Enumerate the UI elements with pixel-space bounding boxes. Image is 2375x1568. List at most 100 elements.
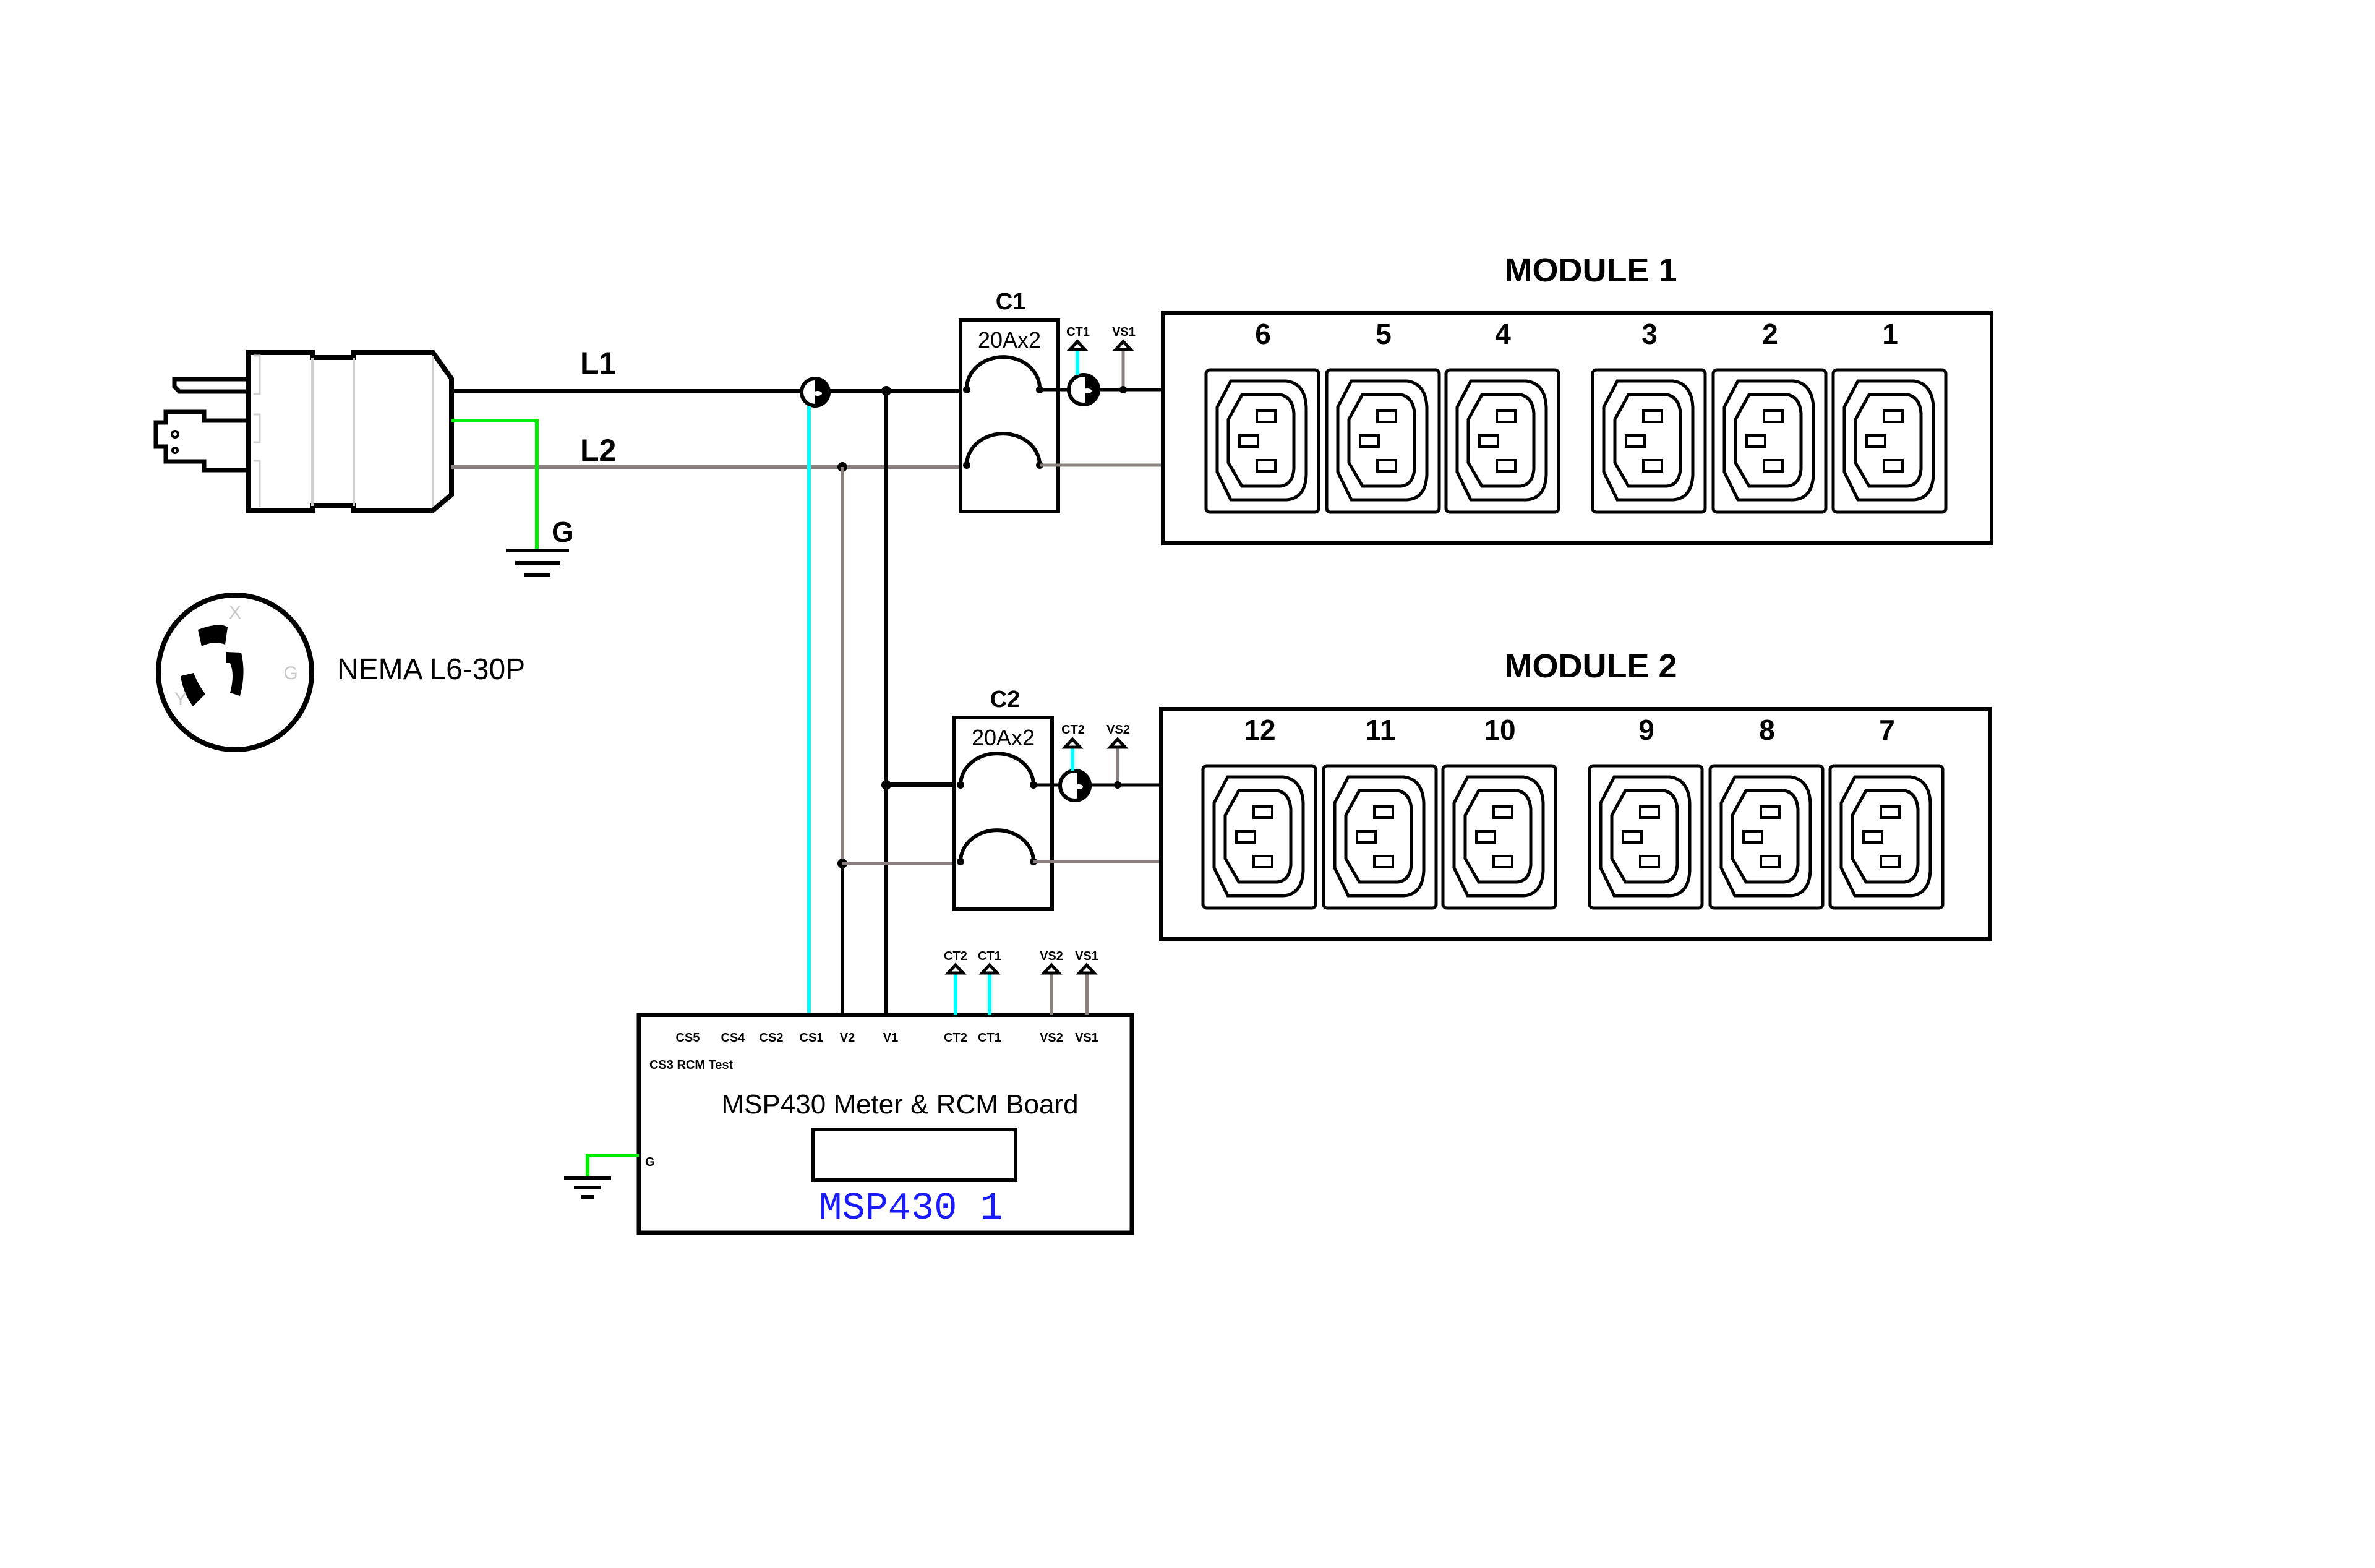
outlet-contact-ground [1625, 434, 1646, 448]
ground-symbol-icon [506, 549, 569, 577]
outlet-frame [1444, 368, 1560, 514]
outlet-contact-ground [1359, 434, 1380, 448]
outlet-contact-neutral [1883, 459, 1904, 473]
breaker-c1-rating: 20Ax2 [978, 327, 1041, 353]
board-port-label: VS1 [1075, 949, 1098, 963]
outlet-number: 7 [1879, 714, 1895, 746]
outlet-number: 8 [1759, 714, 1775, 746]
outlet-outer-shell [1455, 379, 1548, 502]
wire-label-l2: L2 [580, 433, 616, 468]
outlet-number: 4 [1495, 318, 1511, 350]
board-port-icon [978, 962, 1001, 975]
outlet-frame [1322, 764, 1438, 910]
nema-pin-g: G [283, 663, 297, 683]
breaker-c1: C1 20Ax2 [959, 289, 1060, 513]
outlet-contact-ground [1865, 434, 1886, 448]
outlet-contact-neutral [1256, 459, 1277, 473]
board-pin-label: CS5 [676, 1031, 700, 1045]
outlet-contact-ground [1622, 830, 1643, 844]
outlet-inner-shell [1731, 789, 1800, 884]
outlet-frame [1325, 368, 1441, 514]
board-port: VS2 [1040, 949, 1063, 1015]
breaker-c1-pole2 [965, 432, 1042, 466]
outlet-inner-shell [1223, 789, 1293, 884]
wire-label-g: G [552, 516, 574, 548]
outlet-contact-ground [1356, 830, 1377, 844]
outlet-inner-shell [1466, 393, 1536, 488]
outlet-contact-neutral [1373, 855, 1394, 868]
outlet-c13: 3 [1591, 318, 1707, 514]
outlet-contact-neutral [1760, 855, 1781, 868]
vs1-port-label: VS1 [1112, 325, 1136, 339]
outlet-frame [1441, 764, 1557, 910]
outlet-outer-shell [1215, 379, 1308, 502]
outlet-inner-shell [1344, 789, 1413, 884]
outlet-contact-line [1252, 805, 1273, 819]
outlet-contact-neutral [1639, 855, 1660, 868]
breaker-c2-rating: 20Ax2 [972, 725, 1035, 750]
board-display [811, 1128, 1017, 1182]
outlet-c13: 10 [1441, 714, 1557, 910]
board-title: MSP430 Meter & RCM Board [721, 1089, 1078, 1120]
board-port-label: CT2 [944, 949, 967, 963]
breaker-c1-name: C1 [996, 289, 1026, 315]
outlet-frame [1201, 764, 1317, 910]
module-2-title: MODULE 2 [1504, 648, 1677, 685]
outlet-number: 10 [1484, 714, 1515, 746]
outlet-contact-ground [1238, 434, 1259, 448]
outlet-number: 1 [1882, 318, 1898, 350]
outlet-contact-neutral [1252, 855, 1273, 868]
outlet-frame [1591, 368, 1707, 514]
plug-prong-hole [171, 430, 179, 439]
board-ground-wire [586, 1154, 639, 1178]
breaker-c1-pole1 [965, 355, 1042, 389]
outlet-contact-ground [1862, 830, 1883, 844]
outlet-outer-shell [1602, 379, 1695, 502]
vs2-port-label: VS2 [1106, 723, 1130, 737]
outlet-inner-shell [1613, 393, 1682, 488]
board-port: VS1 [1075, 949, 1098, 1015]
outlet-outer-shell [1839, 775, 1932, 898]
board-ground-pin: G [645, 1155, 655, 1169]
outlet-c13: 2 [1711, 318, 1828, 514]
outlet-number: 11 [1366, 714, 1396, 746]
outlet-frame [1204, 368, 1320, 514]
ground-wire [451, 419, 539, 549]
module-1-title: MODULE 1 [1504, 252, 1677, 289]
outlet-outer-shell [1212, 775, 1305, 898]
outlet-contact-neutral [1496, 459, 1517, 473]
ct2-port-label: CT2 [1061, 723, 1085, 737]
vs1-port-icon [1112, 339, 1134, 351]
plug-body [246, 350, 454, 513]
breaker-c2: C2 20Ax2 [952, 687, 1054, 911]
outlet-frame [1831, 368, 1948, 514]
l6-30p-plug [153, 350, 454, 513]
outlet-frame [1588, 764, 1704, 910]
board-port-label: VS2 [1040, 949, 1063, 963]
outlet-inner-shell [1347, 393, 1416, 488]
current-transformer-ct1-icon [1067, 373, 1100, 406]
outlet-contact-line [1760, 805, 1781, 819]
ct2-port-icon [1061, 737, 1084, 749]
outlet-outer-shell [1452, 775, 1545, 898]
outlet-contact-line [1496, 409, 1517, 423]
board-pin-label: VS2 [1040, 1031, 1063, 1045]
outlet-inner-shell [1463, 789, 1533, 884]
outlet-frame [1711, 368, 1828, 514]
board-port-icon [1040, 962, 1063, 975]
board-port: CT2 [944, 949, 967, 1015]
outlet-contact-line [1883, 409, 1904, 423]
breaker-c2-name: C2 [990, 687, 1021, 713]
outlet-contact-ground [1745, 434, 1766, 448]
plug-inner-guide [254, 354, 261, 507]
outlet-contact-line [1373, 805, 1394, 819]
wire-label-l1: L1 [580, 346, 616, 380]
outlet-c13: 9 [1588, 714, 1704, 910]
outlet-outer-shell [1842, 379, 1935, 502]
board-side-label: CS3 RCM Test [649, 1058, 734, 1072]
current-transformer-cs1-icon [800, 377, 831, 408]
outlet-contact-line [1763, 409, 1784, 423]
